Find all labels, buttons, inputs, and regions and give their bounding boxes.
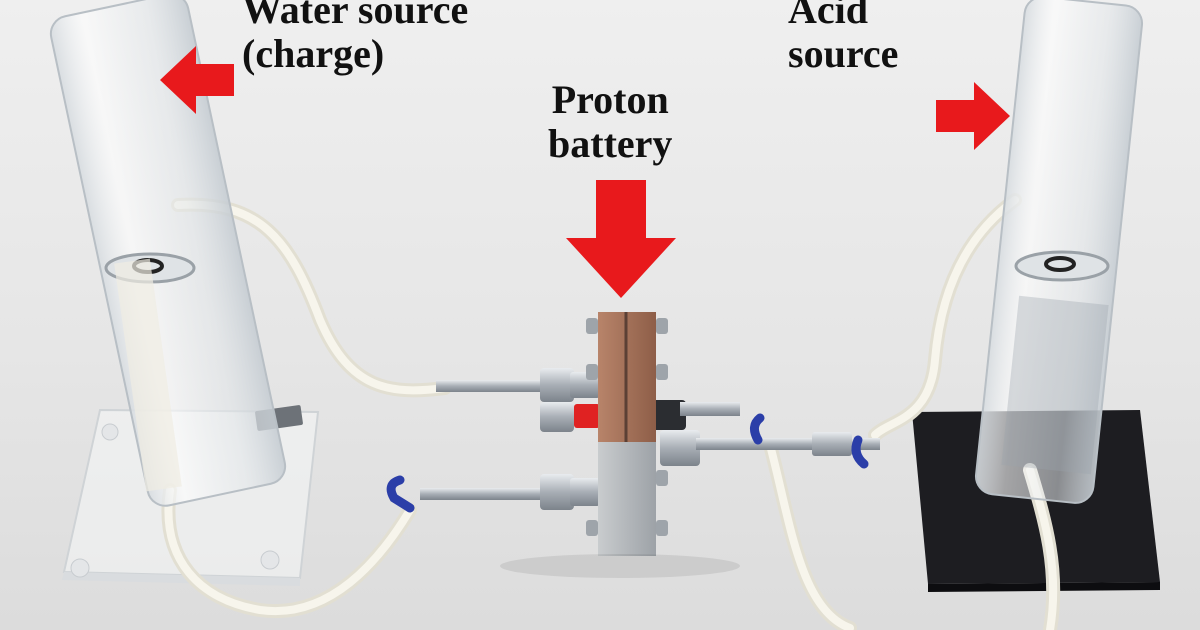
acid-source-line-1: Acid — [788, 0, 868, 32]
arrow-down-icon — [566, 180, 676, 298]
arrow-right-icon — [936, 82, 1010, 150]
proton-battery-line-1: Proton — [551, 77, 669, 122]
battery-stack — [586, 312, 668, 556]
acid-source-label: Acid source — [788, 0, 898, 76]
water-source-line-2: (charge) — [242, 31, 385, 76]
proton-battery-line-2: battery — [548, 121, 673, 166]
acid-source-line-2: source — [788, 31, 899, 76]
proton-battery-label: Proton battery — [548, 78, 672, 166]
silicone-tubing — [161, 193, 1061, 630]
left-graduated-cylinder — [49, 0, 287, 507]
water-source-label: Water source (charge) — [242, 0, 468, 76]
right-graduated-cylinder — [974, 0, 1144, 504]
battery-shadow — [500, 554, 740, 578]
water-source-line-1: Water source — [242, 0, 469, 32]
arrow-left-icon — [160, 46, 234, 114]
steel-fittings — [386, 368, 880, 513]
